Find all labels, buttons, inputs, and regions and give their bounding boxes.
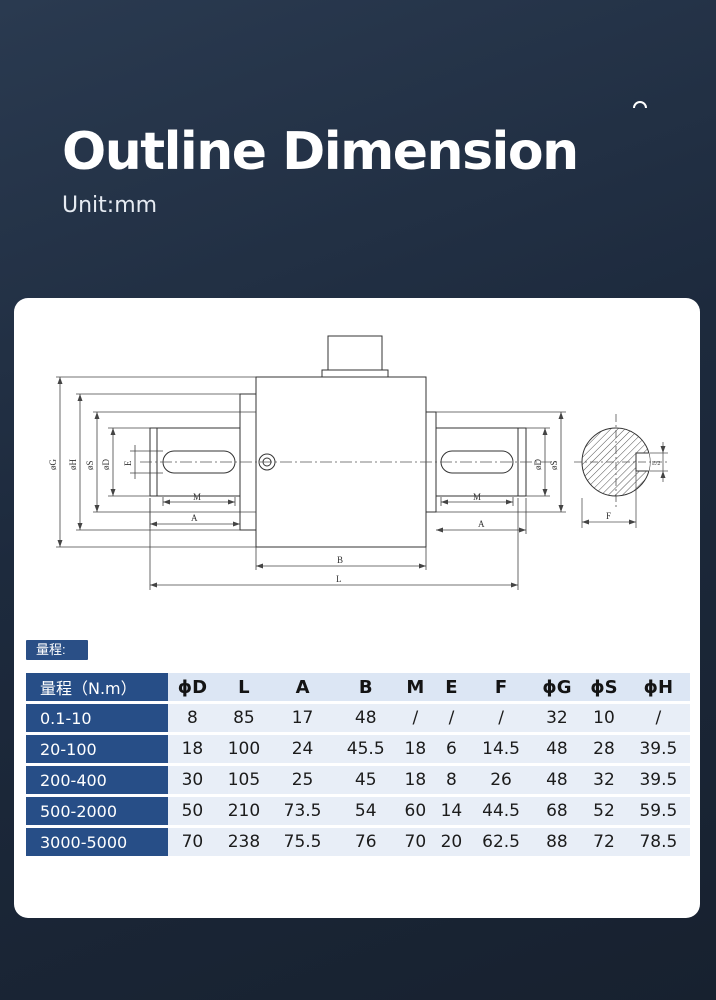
table-cell: 44.5 <box>469 797 533 825</box>
label-e: E <box>123 460 133 466</box>
column-header-b: B <box>334 673 398 701</box>
label-phi-g: øG <box>48 459 58 471</box>
table-cell: 28 <box>581 735 627 763</box>
label-phi-h: øH <box>68 459 78 471</box>
range-cell: 3000-5000 <box>26 828 168 856</box>
label-f: F <box>606 511 611 521</box>
column-header-f: F <box>469 673 533 701</box>
table-cell: 30 <box>168 766 217 794</box>
table-cell: 39.5 <box>626 766 690 794</box>
table-cell: 105 <box>216 766 271 794</box>
table-cell: 48 <box>532 735 582 763</box>
column-header-e: E <box>433 673 470 701</box>
table-cell: 48 <box>532 766 582 794</box>
unit-label: Unit:mm <box>62 193 158 218</box>
table-cell: 100 <box>216 735 271 763</box>
table-caption: 量程: <box>26 640 88 660</box>
table-cell: 88 <box>532 828 582 856</box>
column-header-h: ϕH <box>626 673 690 701</box>
table-cell: 54 <box>334 797 398 825</box>
table-cell: 70 <box>168 828 217 856</box>
page-title: Outline Dimension <box>62 122 579 182</box>
table-cell: 24 <box>270 735 335 763</box>
label-m-right: M <box>473 492 481 502</box>
table-cell: 50 <box>168 797 217 825</box>
table-cell: 76 <box>334 828 398 856</box>
table-cell: 14 <box>433 797 470 825</box>
table-row: 20-100 18 100 24 45.5 18 6 14.5 48 28 39… <box>26 735 690 763</box>
table-cell: 6 <box>433 735 470 763</box>
table-cell: / <box>397 704 434 732</box>
table-header-row: 量程（N.m） ϕD L A B M E F ϕG ϕS ϕH <box>26 673 690 701</box>
table-cell: 8 <box>433 766 470 794</box>
table-cell: 59.5 <box>626 797 690 825</box>
table-cell: 48 <box>334 704 398 732</box>
table-cell: 238 <box>216 828 271 856</box>
table-cell: 8 <box>168 704 217 732</box>
table-cell: 18 <box>397 766 434 794</box>
table-cell: 39.5 <box>626 735 690 763</box>
table-cell: 62.5 <box>469 828 533 856</box>
table-cell: 26 <box>469 766 533 794</box>
label-e-half: E/2 <box>652 461 660 467</box>
table-cell: 18 <box>168 735 217 763</box>
table-cell: 25 <box>270 766 335 794</box>
table-cell: 52 <box>581 797 627 825</box>
label-phi-s-left: øS <box>85 460 95 470</box>
table-row: 200-400 30 105 25 45 18 8 26 48 32 39.5 <box>26 766 690 794</box>
label-phi-s-right: øS <box>549 460 559 470</box>
arc-icon <box>633 101 647 109</box>
table-cell: 72 <box>581 828 627 856</box>
table-cell: 68 <box>532 797 582 825</box>
column-header-g: ϕG <box>532 673 582 701</box>
label-phi-d-right: øD <box>533 459 543 471</box>
table-cell: 73.5 <box>270 797 335 825</box>
table-cell: 45 <box>334 766 398 794</box>
label-b: B <box>337 555 343 565</box>
range-cell: 20-100 <box>26 735 168 763</box>
table-cell: 20 <box>433 828 470 856</box>
column-header-d: ϕD <box>168 673 217 701</box>
label-m-left: M <box>193 492 201 502</box>
table-cell: / <box>469 704 533 732</box>
column-header-range: 量程（N.m） <box>26 673 168 701</box>
table-cell: 32 <box>581 766 627 794</box>
range-cell: 500-2000 <box>26 797 168 825</box>
table-cell: 75.5 <box>270 828 335 856</box>
table-cell: 210 <box>216 797 271 825</box>
label-l: L <box>336 574 342 584</box>
table-row: 3000-5000 70 238 75.5 76 70 20 62.5 88 7… <box>26 828 690 856</box>
table-cell: 78.5 <box>626 828 690 856</box>
label-a-left: A <box>191 513 198 523</box>
outline-drawing: øG øH øS øD E M A M A øS øD B L F E/2 <box>48 335 668 590</box>
column-header-m: M <box>397 673 434 701</box>
table-cell: 18 <box>397 735 434 763</box>
dimension-table: 量程（N.m） ϕD L A B M E F ϕG ϕS ϕH 0.1-10 8… <box>26 670 690 859</box>
table-cell: 85 <box>216 704 271 732</box>
table-cell: / <box>626 704 690 732</box>
table-cell: 17 <box>270 704 335 732</box>
table-row: 500-2000 50 210 73.5 54 60 14 44.5 68 52… <box>26 797 690 825</box>
column-header-s: ϕS <box>581 673 627 701</box>
table-cell: / <box>433 704 470 732</box>
table-cell: 32 <box>532 704 582 732</box>
column-header-l: L <box>216 673 271 701</box>
label-a-right: A <box>478 519 485 529</box>
range-cell: 200-400 <box>26 766 168 794</box>
range-cell: 0.1-10 <box>26 704 168 732</box>
table-row: 0.1-10 8 85 17 48 / / / 32 10 / <box>26 704 690 732</box>
table-cell: 10 <box>581 704 627 732</box>
table-cell: 14.5 <box>469 735 533 763</box>
label-phi-d-left: øD <box>101 459 111 471</box>
table-cell: 70 <box>397 828 434 856</box>
column-header-a: A <box>270 673 335 701</box>
table-cell: 45.5 <box>334 735 398 763</box>
table-cell: 60 <box>397 797 434 825</box>
